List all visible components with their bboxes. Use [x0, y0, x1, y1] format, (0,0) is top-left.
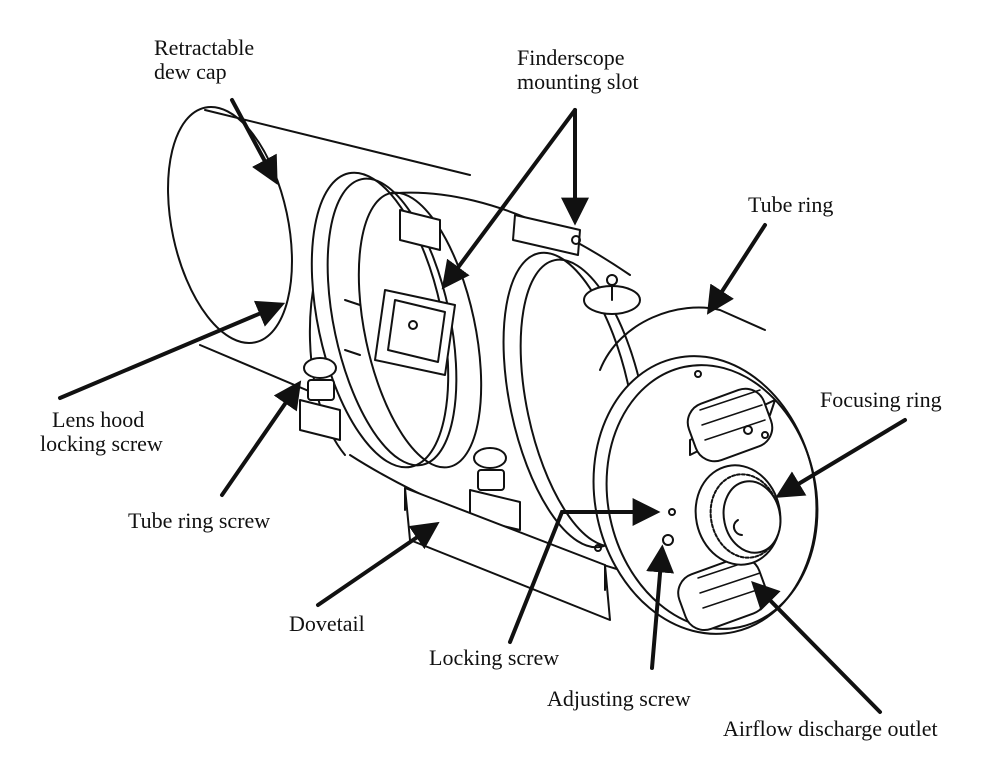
arrow-adjusting-screw — [646, 544, 675, 670]
arrow-lens-hood — [58, 300, 286, 400]
arrow-dovetail — [316, 521, 440, 607]
label-lens-hood-line2: locking screw — [40, 431, 163, 456]
label-tube-ring: Tube ring — [748, 192, 834, 217]
arrow-locking-screw — [508, 498, 661, 644]
label-finderscope-line2: mounting slot — [517, 69, 639, 94]
label-dew-cap: Retractable dew cap — [154, 36, 254, 84]
label-tube-ring-screw: Tube ring screw — [128, 508, 271, 533]
label-lens-hood-line1: Lens hood — [52, 407, 145, 432]
arrow-focusing-ring — [775, 418, 907, 498]
label-finderscope-line1: Finderscope — [517, 45, 625, 70]
label-locking-screw: Locking screw — [429, 645, 560, 670]
finderscope-slot — [374, 214, 581, 376]
label-adjusting-screw: Adjusting screw — [547, 686, 691, 711]
label-dew-cap-line1: Retractable — [154, 35, 255, 60]
label-dovetail: Dovetail — [289, 611, 365, 636]
dovetail — [404, 487, 611, 621]
arrow-tube-ring-screw — [220, 380, 302, 497]
arrow-dew-cap — [230, 98, 278, 185]
arrow-tube-ring — [706, 223, 767, 315]
arrow-airflow — [751, 581, 882, 714]
label-airflow-outlet: Airflow discharge outlet — [723, 716, 938, 741]
label-focusing-ring: Focusing ring — [820, 387, 942, 412]
label-finderscope: Finderscope mounting slot — [517, 46, 639, 94]
focusing-knob — [694, 464, 782, 566]
label-lens-hood: Lens hood locking screw — [40, 407, 163, 456]
label-dew-cap-line2: dew cap — [154, 59, 227, 84]
arrow-finderscope-1 — [441, 108, 577, 290]
